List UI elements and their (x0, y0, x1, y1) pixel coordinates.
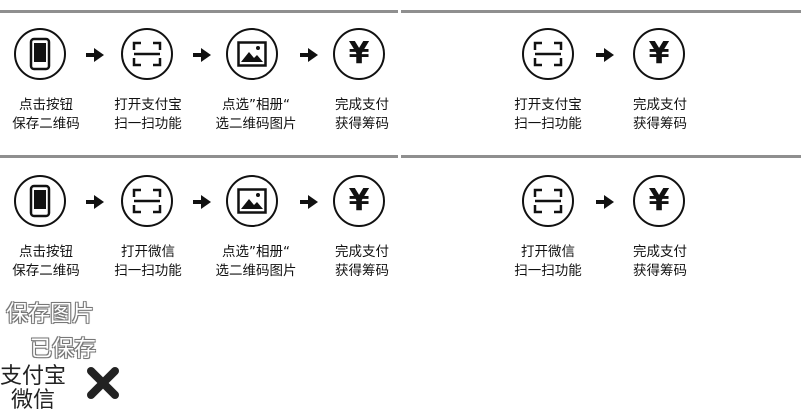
image-icon (226, 28, 278, 80)
step-line2: 保存二维码 (12, 116, 80, 132)
step-label: 打开微信 扫一扫功能 (102, 243, 194, 281)
step-label: 完成支付 获得筹码 (614, 243, 706, 281)
yen-symbol: ¥ (648, 36, 670, 71)
step-line2: 扫一扫功能 (114, 116, 182, 132)
yen-symbol: ¥ (348, 36, 370, 71)
scan-icon (121, 28, 173, 80)
step-line1: 完成支付 (633, 97, 687, 113)
step-line2: 获得筹码 (335, 263, 389, 279)
saved-label: 已保存 (30, 337, 97, 362)
step-line1: 完成支付 (633, 244, 687, 260)
arrow-icon (596, 48, 614, 62)
step-label: 完成支付 获得筹码 (316, 96, 408, 134)
arrow-icon (193, 48, 211, 62)
yen-symbol: ¥ (648, 183, 670, 218)
step-line2: 选二维码图片 (215, 263, 297, 279)
yen-icon: ¥ (633, 175, 685, 227)
step-line2: 保存二维码 (12, 263, 80, 279)
arrow-icon (86, 195, 104, 209)
phone-icon (14, 175, 66, 227)
yen-icon: ¥ (633, 28, 685, 80)
yen-icon: ¥ (333, 175, 385, 227)
step-label: 点选”相册“ 选二维码图片 (206, 243, 306, 281)
step-line1: 打开支付宝 (114, 97, 182, 113)
arrow-icon (193, 195, 211, 209)
step-label: 点选”相册“ 选二维码图片 (206, 96, 306, 134)
wechat-label: 微信 (11, 388, 56, 413)
step-line2: 选二维码图片 (215, 116, 297, 132)
middle-divider-right (401, 155, 801, 158)
step-line1: 打开微信 (121, 244, 175, 260)
scan-icon (522, 28, 574, 80)
step-line2: 扫一扫功能 (514, 263, 582, 279)
step-line1: 打开支付宝 (514, 97, 582, 113)
arrow-icon (86, 48, 104, 62)
step-line2: 扫一扫功能 (114, 263, 182, 279)
top-divider-left (0, 10, 398, 13)
middle-divider-left (0, 155, 398, 158)
step-line2: 获得筹码 (633, 263, 687, 279)
step-line1: 完成支付 (335, 97, 389, 113)
step-label: 打开支付宝 扫一扫功能 (102, 96, 194, 134)
top-divider-right (401, 10, 801, 13)
step-line1: 完成支付 (335, 244, 389, 260)
step-label: 点击按钮 保存二维码 (0, 243, 92, 281)
step-line2: 获得筹码 (633, 116, 687, 132)
yen-symbol: ¥ (348, 183, 370, 218)
step-label: 完成支付 获得筹码 (316, 243, 408, 281)
step-label: 点击按钮 保存二维码 (0, 96, 92, 134)
save-image-button[interactable]: 保存图片 (6, 302, 95, 327)
step-label: 完成支付 获得筹码 (614, 96, 706, 134)
step-line1: 打开微信 (521, 244, 575, 260)
step-line2: 获得筹码 (335, 116, 389, 132)
phone-icon (14, 28, 66, 80)
step-line1: 点击按钮 (19, 244, 73, 260)
step-line2: 扫一扫功能 (514, 116, 582, 132)
step-line1: 点击按钮 (19, 97, 73, 113)
arrow-icon (596, 195, 614, 209)
alipay-label: 支付宝 (0, 364, 67, 389)
step-label: 打开支付宝 扫一扫功能 (502, 96, 594, 134)
scan-icon (121, 175, 173, 227)
step-label: 打开微信 扫一扫功能 (502, 243, 594, 281)
image-icon (226, 175, 278, 227)
close-icon[interactable] (85, 365, 121, 401)
step-line1: 点选”相册“ (222, 97, 290, 113)
yen-icon: ¥ (333, 28, 385, 80)
scan-icon (522, 175, 574, 227)
arrow-icon (300, 48, 318, 62)
step-line1: 点选”相册“ (222, 244, 290, 260)
arrow-icon (300, 195, 318, 209)
